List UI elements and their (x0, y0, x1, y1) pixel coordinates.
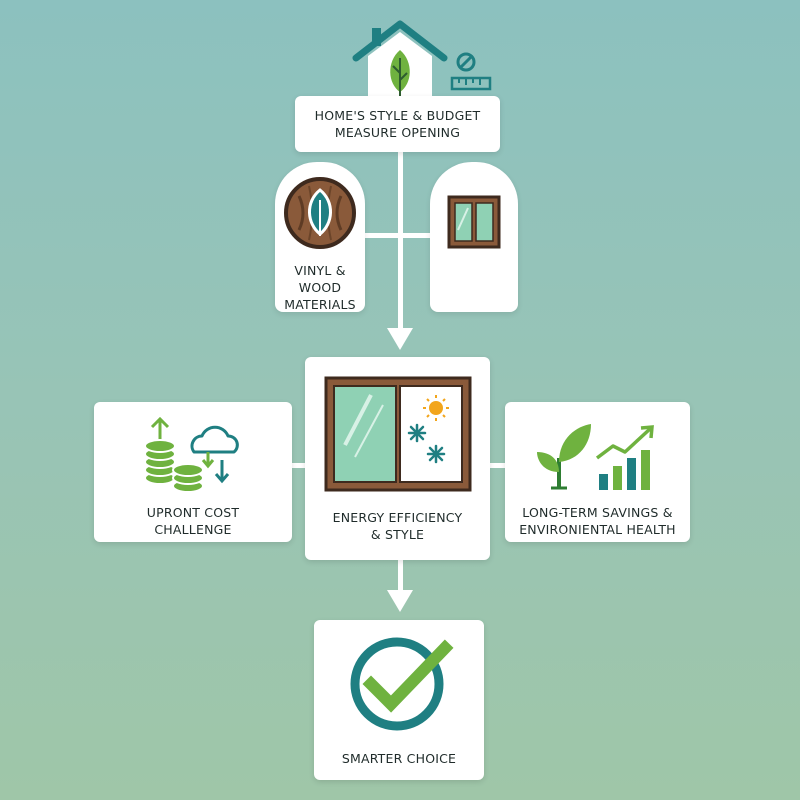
connector-bottom-vertical (398, 560, 403, 592)
efficiency-label: ENERGY EFFICIENCY & STYLE (332, 510, 463, 542)
savings-label: LONG-TERM SAVINGS & ENVIRONIENTAL HEALTH (519, 505, 676, 537)
node-window-option (430, 162, 518, 312)
plant-growth-chart-icon (533, 414, 663, 494)
checkmark-icon (341, 632, 457, 732)
node-energy-efficiency: ENERGY EFFICIENCY & STYLE (305, 357, 490, 560)
connector-top-horizontal (355, 233, 445, 238)
connector-top-vertical (398, 150, 403, 330)
arrow-to-efficiency (387, 328, 413, 350)
node-upfront-cost: UPRONT COST CHALLENGE (94, 402, 292, 542)
coins-cloud-icon (138, 416, 248, 494)
house-icon (350, 18, 450, 98)
node-materials: VINYL & WOOD MATERIALS (275, 162, 365, 312)
window-icon (446, 194, 502, 250)
smarter-choice-label: SMARTER CHOICE (341, 751, 457, 766)
wood-leaf-icon (283, 176, 357, 250)
home-style-label: HOME'S STYLE & BUDGET MEASURE OPENING (314, 108, 481, 140)
node-home-style: HOME'S STYLE & BUDGET MEASURE OPENING (295, 96, 500, 152)
node-long-term-savings: LONG-TERM SAVINGS & ENVIRONIENTAL HEALTH (505, 402, 690, 542)
sliding-window-icon (323, 375, 473, 493)
arrow-to-smarter-choice (387, 590, 413, 612)
upfront-label: UPRONT COST CHALLENGE (146, 505, 240, 537)
measuring-tape-icon (450, 48, 492, 96)
node-smarter-choice: SMARTER CHOICE (314, 620, 484, 780)
materials-label: VINYL & WOOD MATERIALS (284, 263, 356, 312)
